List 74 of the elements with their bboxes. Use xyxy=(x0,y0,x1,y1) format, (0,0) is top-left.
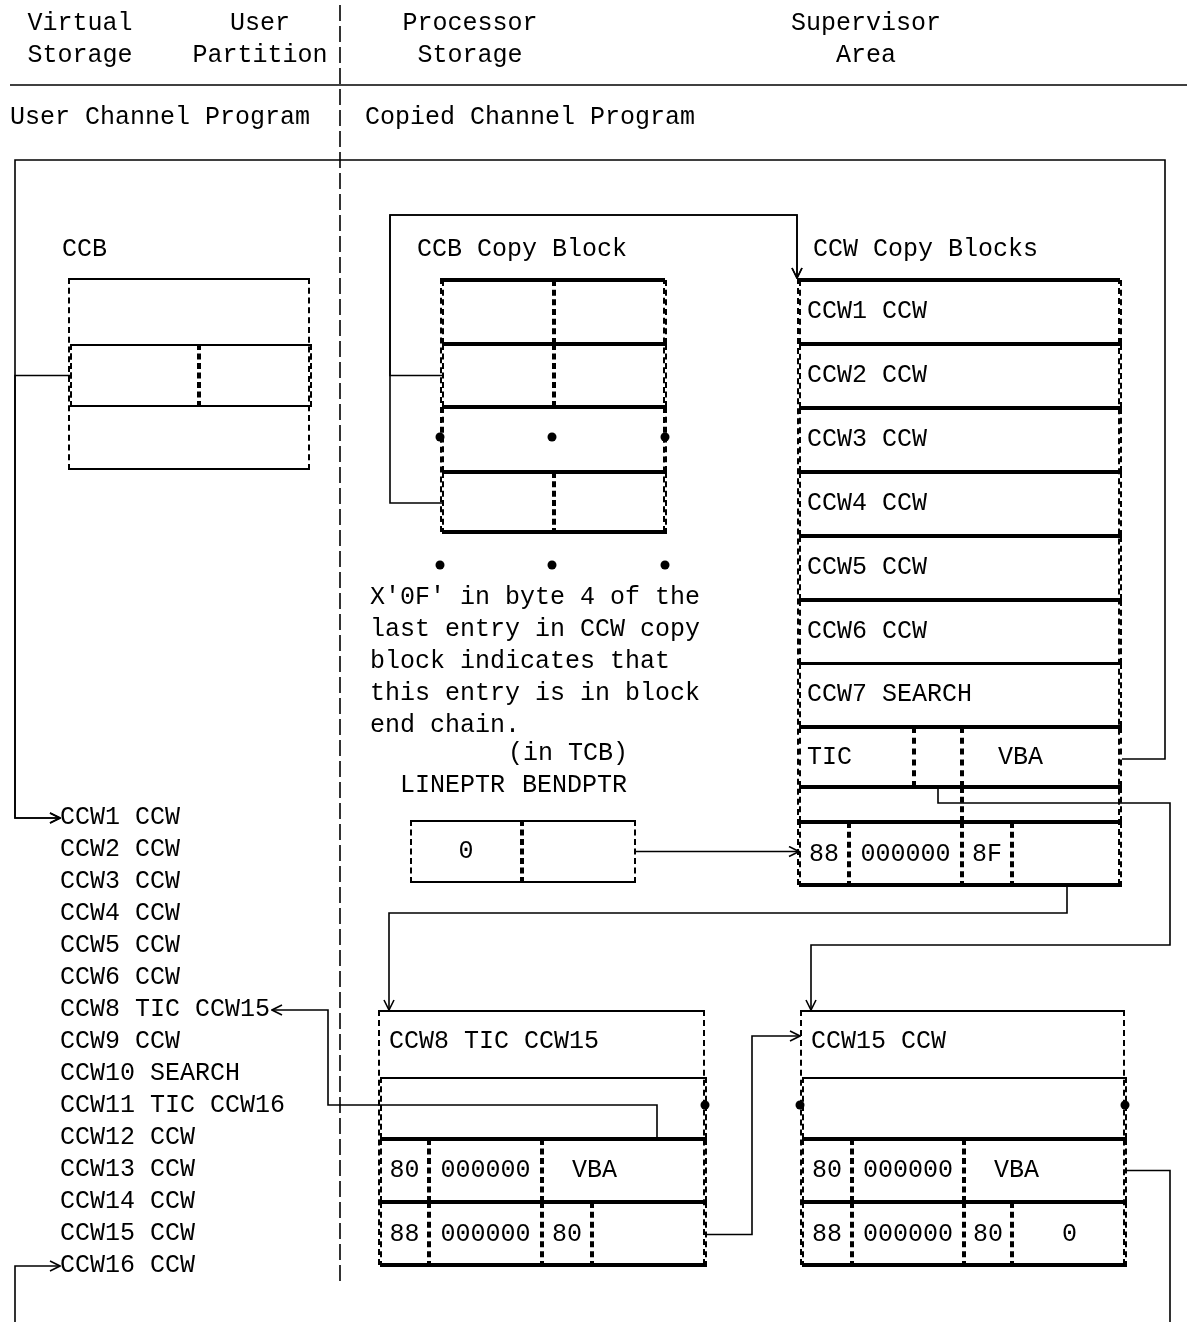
pointer-field xyxy=(70,344,199,407)
byte-field: VBA xyxy=(962,727,1122,787)
memory-block xyxy=(800,1010,1125,1265)
arrow xyxy=(271,1004,658,1140)
program-line: CCW9 CCW xyxy=(60,1026,181,1058)
arrow xyxy=(14,1260,61,1323)
program-line: CCW2 CCW xyxy=(60,834,181,866)
byte-field: 8F xyxy=(962,822,1012,887)
arrow xyxy=(14,159,1166,824)
section-heading: Copied Channel Program xyxy=(365,102,696,134)
arrow xyxy=(389,214,803,504)
arrow xyxy=(383,886,1068,1011)
pointer-field xyxy=(592,1202,707,1267)
ccw-entry: CCW6 CCW xyxy=(799,600,1122,664)
byte-field: 000000 xyxy=(429,1202,542,1267)
pointer-field xyxy=(914,727,962,787)
ccw-entry: CCW2 CCW xyxy=(799,344,1122,408)
program-line: CCW11 TIC CCW16 xyxy=(60,1090,286,1122)
pointer-field xyxy=(442,344,554,407)
byte-field: 0 xyxy=(1012,1202,1127,1267)
byte-field: 000000 xyxy=(852,1202,964,1267)
block-title: CCW8 TIC CCW15 xyxy=(389,1026,600,1058)
note-text: X'0F' in byte 4 of the last entry in CCW copy block indicates that this entry is in block end chain. xyxy=(370,582,702,741)
byte-field: 000000 xyxy=(852,1139,964,1202)
arrow xyxy=(706,1030,801,1236)
byte-field: 80 xyxy=(542,1202,592,1267)
ccw-entry: CCW5 CCW xyxy=(799,536,1122,600)
column-heading: Processor Storage xyxy=(401,8,539,72)
block-heading: CCB Copy Block xyxy=(417,234,628,266)
program-line: CCW4 CCW xyxy=(60,898,181,930)
byte-field: 80 xyxy=(380,1139,429,1202)
pointer-field xyxy=(442,472,554,534)
ccw-entry: CCW1 CCW xyxy=(799,280,1122,344)
byte-field: 88 xyxy=(799,822,849,887)
byte-field: 80 xyxy=(802,1139,852,1202)
program-line: CCW12 CCW xyxy=(60,1122,196,1154)
byte-field: VBA xyxy=(964,1139,1127,1202)
program-line: CCW10 SEARCH xyxy=(60,1058,241,1090)
block-heading: CCB xyxy=(62,234,107,266)
program-line: CCW16 CCW xyxy=(60,1250,196,1282)
pointer-field xyxy=(522,820,636,883)
section-heading: User Channel Program xyxy=(10,102,311,134)
byte-field: 88 xyxy=(380,1202,429,1267)
program-line: CCW14 CCW xyxy=(60,1186,196,1218)
ccw-entry: CCW3 CCW xyxy=(799,408,1122,472)
program-line: CCW13 CCW xyxy=(60,1154,196,1186)
arrow xyxy=(635,845,800,858)
arrow xyxy=(805,786,1171,1011)
column-heading: User Partition xyxy=(191,8,329,72)
field-label: LINEPTR xyxy=(400,770,506,802)
program-line: CCW8 TIC CCW15 xyxy=(60,994,271,1026)
block-title: CCW15 CCW xyxy=(811,1026,947,1058)
memory-block xyxy=(378,1010,705,1265)
byte-field: 0 xyxy=(410,820,522,883)
ccw-entry: CCW4 CCW xyxy=(799,472,1122,536)
program-line: CCW15 CCW xyxy=(60,1218,196,1250)
field-label: BENDPTR xyxy=(522,770,628,802)
block-heading: CCW Copy Blocks xyxy=(813,234,1039,266)
column-heading: Supervisor Area xyxy=(790,8,942,72)
byte-field: 000000 xyxy=(429,1139,542,1202)
field-label: (in TCB) xyxy=(508,738,629,770)
byte-field: 000000 xyxy=(849,822,962,887)
byte-field: 88 xyxy=(802,1202,852,1267)
program-line: CCW1 CCW xyxy=(60,802,181,834)
program-line: CCW6 CCW xyxy=(60,962,181,994)
program-line: CCW3 CCW xyxy=(60,866,181,898)
program-line: CCW5 CCW xyxy=(60,930,181,962)
ccw-entry: TIC xyxy=(799,727,914,787)
connector-line xyxy=(1126,1169,1171,1323)
pointer-field xyxy=(1012,822,1122,887)
column-heading: Virtual Storage xyxy=(26,8,134,72)
byte-field: VBA xyxy=(542,1139,707,1202)
byte-field: 80 xyxy=(964,1202,1012,1267)
ccw-entry: CCW7 SEARCH xyxy=(799,663,1122,727)
